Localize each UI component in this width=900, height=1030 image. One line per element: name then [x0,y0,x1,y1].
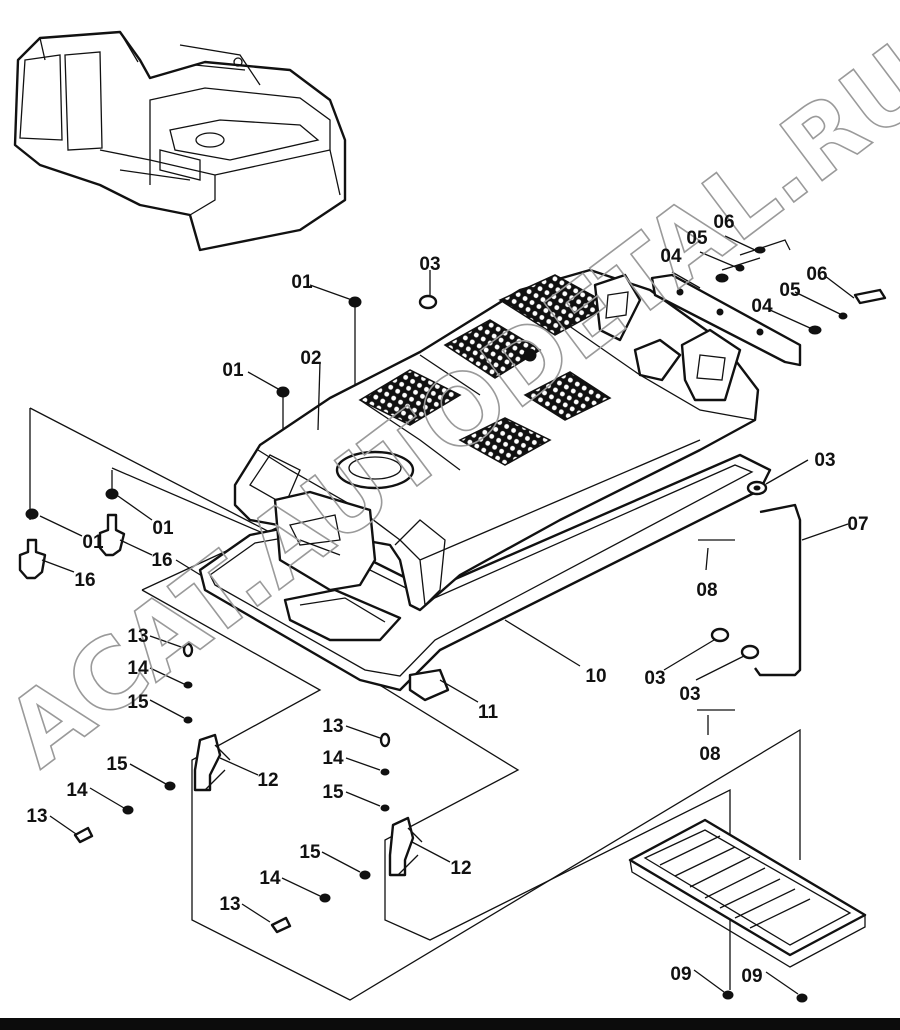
part-label-15: 15 [106,754,128,775]
part-label-06: 06 [806,264,827,285]
part-label-09: 09 [670,964,691,985]
part-label-15: 15 [322,782,344,803]
part-label-13: 13 [127,626,148,647]
part-label-08: 08 [696,580,717,601]
part-label-04: 04 [660,246,682,267]
part-label-03: 03 [679,684,700,705]
excavator-overview-illustration [13,30,347,252]
part-label-01: 01 [291,272,313,293]
engine-hood-02 [233,268,760,612]
part-label-01: 01 [82,532,104,553]
part-label-04: 04 [751,296,773,317]
part-label-14: 14 [322,748,344,769]
part-label-12: 12 [450,858,471,879]
part-label-03: 03 [644,668,665,689]
part-label-13: 13 [322,716,343,737]
part-label-16: 16 [151,550,172,571]
hood-latches [73,642,423,934]
part-label-10: 10 [585,666,606,687]
part-label-03: 03 [419,254,440,275]
part-label-08: 08 [699,744,720,765]
part-label-11: 11 [478,702,499,723]
step-grille [628,818,867,1003]
part-label-07: 07 [847,514,868,535]
part-label-14: 14 [66,780,88,801]
part-label-15: 15 [127,692,149,713]
part-label-12: 12 [257,770,278,791]
part-label-01: 01 [152,518,174,539]
support-rod-07 [418,294,802,711]
part-label-03: 03 [814,450,835,471]
part-label-02: 02 [300,348,321,369]
callout-leaders [39,235,855,995]
part-label-09: 09 [741,966,762,987]
rubber-stops [18,296,362,580]
part-label-16: 16 [74,570,95,591]
part-label-05: 05 [779,280,801,301]
mounting-bracket [650,239,887,367]
part-label-14: 14 [127,658,149,679]
part-label-05: 05 [686,228,708,249]
part-label-15: 15 [299,842,321,863]
part-label-14: 14 [259,868,281,889]
bottom-border-bar [0,1018,900,1030]
part-label-01: 01 [222,360,244,381]
part-label-13: 13 [26,806,47,827]
part-label-06: 06 [713,212,734,233]
part-label-13: 13 [219,894,240,915]
